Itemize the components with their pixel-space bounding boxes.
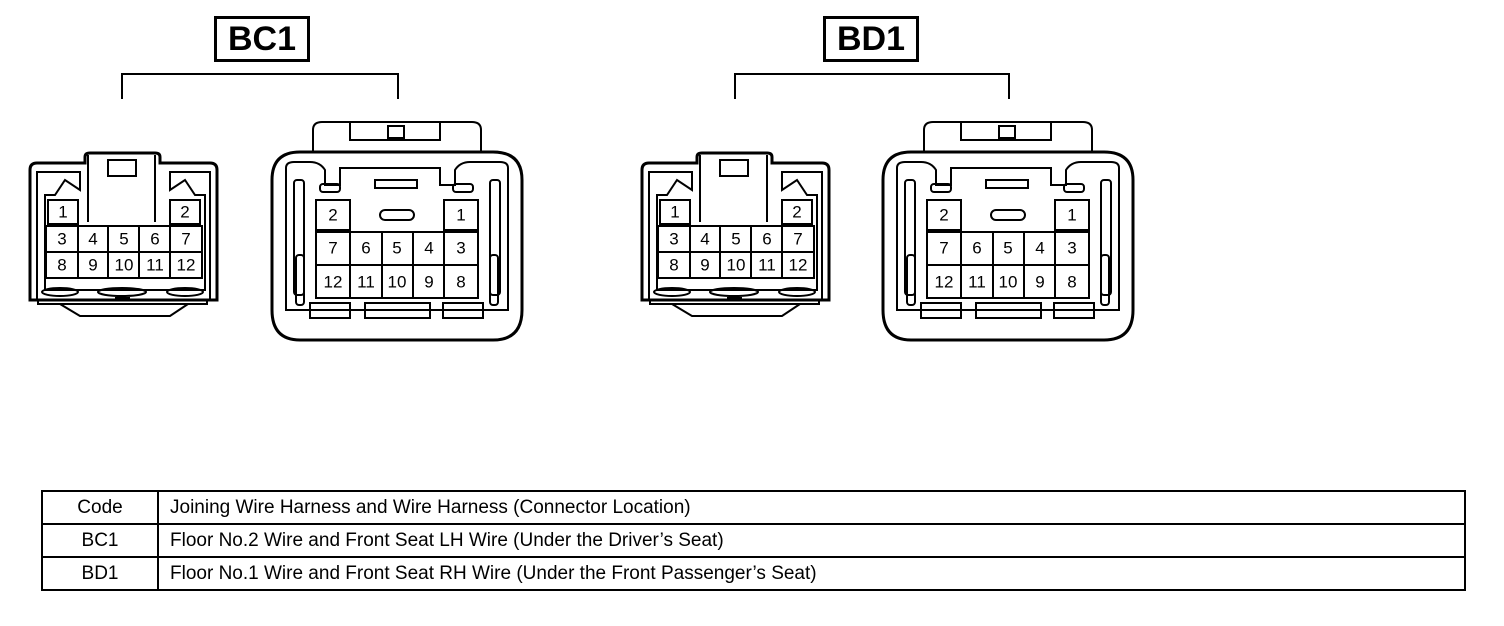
bd1-female-connector [640,151,831,317]
pin-number: 2 [939,205,948,224]
pin-number: 9 [424,272,433,291]
pin-number: 1 [1067,205,1076,224]
pin-number: 11 [758,255,776,274]
legend-row-description: Floor No.2 Wire and Front Seat LH Wire (… [157,523,1466,558]
pin-number: 11 [968,272,986,291]
pin-number: 9 [88,255,97,274]
bd1-male-connector [881,121,1135,342]
pin-number: 2 [328,205,337,224]
legend-row-code: BD1 [41,556,159,591]
bracket-bc1 [121,73,399,99]
pin-number: 10 [388,272,407,291]
legend-row-code: BC1 [41,523,159,558]
pin-number: 4 [424,238,433,257]
pin-number: 5 [1003,238,1012,257]
pin-number: 12 [935,272,954,291]
connector-code-bd1: BD1 [823,16,919,62]
pin-number: 3 [669,229,678,248]
connector-legend-table: Code Joining Wire Harness and Wire Harne… [41,490,1466,591]
pin-number: 7 [328,238,337,257]
pin-number: 2 [180,202,189,221]
pin-number: 6 [361,238,370,257]
pin-number: 5 [119,229,128,248]
bc1-male-pin-labels: 2 1 7 6 5 4 3 12 11 10 9 8 [324,205,466,291]
pin-number: 1 [456,205,465,224]
pin-number: 11 [357,272,375,291]
pin-number: 6 [762,229,771,248]
pin-number: 3 [456,238,465,257]
legend-header-description: Joining Wire Harness and Wire Harness (C… [157,490,1466,525]
legend-row-description: Floor No.1 Wire and Front Seat RH Wire (… [157,556,1466,591]
pin-number: 3 [1067,238,1076,257]
pin-number: 8 [57,255,66,274]
pin-number: 7 [181,229,190,248]
pin-number: 5 [731,229,740,248]
bd1-male-pin-labels: 2 1 7 6 5 4 3 12 11 10 9 8 [935,205,1077,291]
pin-number: 12 [324,272,343,291]
legend-header-row: Code Joining Wire Harness and Wire Harne… [41,490,1466,525]
pin-number: 9 [700,255,709,274]
pin-number: 7 [939,238,948,257]
bc1-female-connector [28,151,219,317]
pin-number: 4 [88,229,97,248]
pin-number: 12 [789,255,808,274]
pin-number: 3 [57,229,66,248]
pin-number: 5 [392,238,401,257]
pin-number: 7 [793,229,802,248]
pin-number: 8 [1067,272,1076,291]
connector-code-bc1: BC1 [214,16,310,62]
pin-number: 8 [456,272,465,291]
pin-number: 1 [58,202,67,221]
pin-number: 12 [177,255,196,274]
pin-number: 10 [727,255,746,274]
pin-number: 4 [1035,238,1044,257]
bracket-bd1 [734,73,1010,99]
pin-number: 1 [670,202,679,221]
pin-number: 6 [150,229,159,248]
pin-number: 6 [972,238,981,257]
pin-number: 11 [146,255,164,274]
pin-number: 10 [999,272,1018,291]
pin-number: 4 [700,229,709,248]
pin-number: 9 [1035,272,1044,291]
legend-header-code: Code [41,490,159,525]
legend-row: BD1 Floor No.1 Wire and Front Seat RH Wi… [41,556,1466,591]
pin-number: 8 [669,255,678,274]
bc1-male-connector [270,121,524,342]
legend-row: BC1 Floor No.2 Wire and Front Seat LH Wi… [41,523,1466,558]
pin-number: 10 [115,255,134,274]
pin-number: 2 [792,202,801,221]
